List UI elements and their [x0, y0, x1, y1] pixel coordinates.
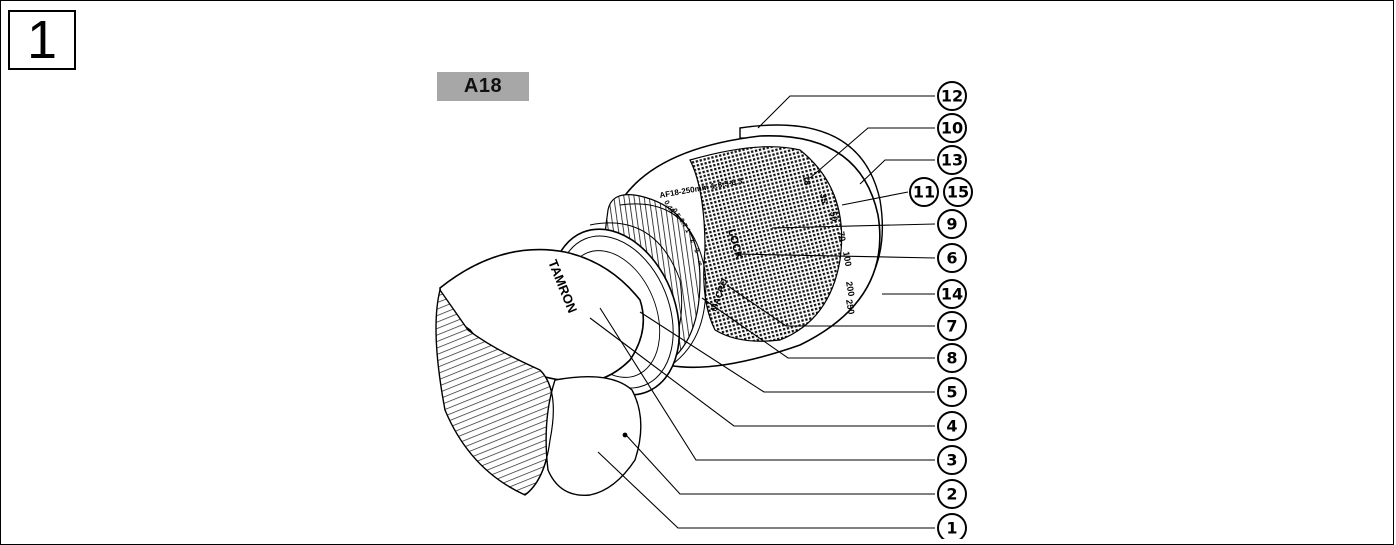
callout-label: 8: [946, 349, 957, 368]
distance-mark: 0.7: [677, 218, 688, 230]
callout-9: 9: [937, 209, 967, 239]
distance-mark: 3: [692, 248, 700, 255]
callout-label: 3: [946, 451, 957, 470]
callout-leaders: [589, 95, 936, 529]
leader-7: [727, 285, 935, 327]
leader-11: [841, 191, 909, 206]
model-tag: A18: [437, 72, 529, 101]
callout-label: 14: [941, 285, 963, 304]
distance-mark: 0.5: [670, 208, 681, 220]
callout-label: 6: [946, 249, 957, 268]
focal-mark-250: 250: [844, 299, 856, 316]
callout-label: 11: [913, 183, 935, 202]
callout-11: 11: [909, 177, 939, 207]
callout-15: 15: [943, 177, 973, 207]
leader-6: [735, 253, 936, 259]
callout-markers: 12 10 13 11 15 9 6 14 7 8 5 4 3 2 1: [909, 81, 973, 539]
leader-13: [859, 159, 935, 185]
callout-label: 9: [946, 215, 957, 234]
focal-mark-35: 35: [818, 193, 830, 205]
leader-9: [771, 223, 936, 229]
callout-13: 13: [937, 145, 967, 175]
leader-10: [809, 127, 935, 179]
callout-label: 10: [941, 119, 963, 138]
leader-8: [701, 297, 935, 359]
callout-14: 14: [937, 279, 967, 309]
callout-label: 2: [946, 485, 957, 504]
distance-mark: ∞: [695, 260, 704, 268]
focal-mark-18: 18: [801, 175, 813, 187]
focal-mark-70: 70: [836, 231, 848, 243]
callout-5: 5: [937, 377, 967, 407]
callout-6: 6: [937, 243, 967, 273]
callout-3: 3: [937, 445, 967, 475]
leader-1: [597, 451, 935, 529]
callout-7: 7: [937, 311, 967, 341]
callout-label: 12: [941, 87, 963, 106]
leader-12: [757, 95, 935, 129]
callout-2: 2: [937, 479, 967, 509]
leader-3: [599, 307, 935, 461]
callout-1: 1: [937, 513, 967, 539]
distance-mark: 1: [683, 228, 691, 235]
focal-mark-100: 100: [841, 251, 853, 268]
leader-5: [639, 311, 935, 393]
callout-label: 15: [947, 183, 969, 202]
lens-hood: [435, 248, 645, 496]
callout-4: 4: [937, 411, 967, 441]
distance-mark: 2: [688, 238, 696, 245]
callout-12: 12: [937, 81, 967, 111]
callout-label: 7: [946, 317, 957, 336]
callout-label: 1: [946, 519, 957, 538]
leader-2: [625, 434, 935, 495]
callout-label: 5: [946, 383, 957, 402]
callout-10: 10: [937, 113, 967, 143]
focal-mark-200: 200: [844, 281, 856, 298]
figure-number: 1: [8, 10, 76, 70]
leader-4: [589, 317, 935, 427]
callout-label: 13: [941, 151, 963, 170]
focal-mark-50: 50: [828, 211, 840, 223]
callout-label: 4: [946, 417, 957, 436]
callout-8: 8: [937, 343, 967, 373]
